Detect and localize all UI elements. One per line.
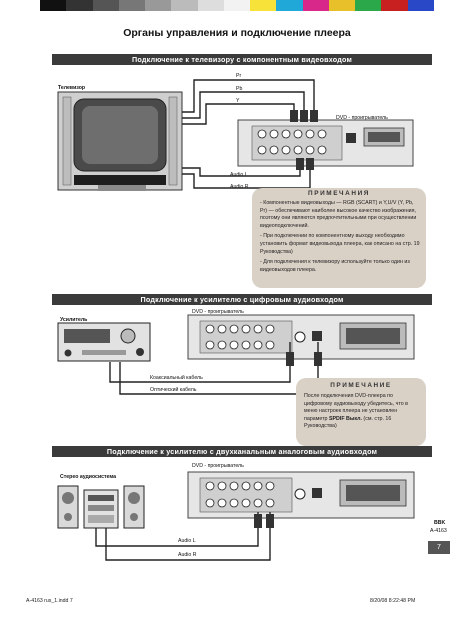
tv-note-text: - Компонентные видеовыходы — RGB (SCART)… bbox=[260, 200, 420, 277]
tv-illustration bbox=[57, 91, 183, 191]
cable-pb-label: Pb bbox=[236, 86, 243, 92]
calibration-swatch bbox=[40, 0, 67, 11]
digital-note-text-after: (см. стр. 16 Руководства) bbox=[304, 415, 392, 430]
tv-note-heading: ПРИМЕЧАНИЯ bbox=[308, 190, 370, 197]
analog-player-label: DVD - проигрыватель bbox=[192, 463, 244, 469]
calibration-swatch bbox=[66, 0, 93, 11]
stereo-system-illustration bbox=[57, 485, 145, 529]
digital-note-text-before: После подключения DVD-плеера по цифровом… bbox=[304, 393, 408, 422]
tv-note bbox=[252, 188, 426, 288]
calibration-swatch bbox=[197, 0, 224, 11]
digital-player-rear-panel bbox=[187, 314, 415, 360]
tv-audio-l-label: Audio L bbox=[230, 172, 248, 178]
calibration-swatch bbox=[171, 0, 198, 11]
tv-note-p2: - При подключении по компонентному выход… bbox=[260, 233, 420, 255]
analog-plugs bbox=[254, 514, 274, 528]
tv-player-rear-panel bbox=[237, 119, 414, 167]
calibration-swatch bbox=[118, 0, 146, 11]
digital-note bbox=[296, 378, 426, 446]
page-title: Органы управления и подключение плеера bbox=[123, 27, 351, 39]
tv-note-p3: - Для подключения к телевизору используй… bbox=[260, 259, 410, 273]
footer-file: A-4163 rus_1.indd 7 bbox=[26, 598, 73, 604]
tv-label: Телевизор bbox=[58, 85, 86, 91]
footer-date: 8/20/08 8:22:48 PM bbox=[370, 598, 416, 604]
calibration-swatch bbox=[407, 0, 434, 11]
page-number: 7 bbox=[428, 541, 450, 554]
calibration-swatch bbox=[355, 0, 382, 11]
analog-audio-l-label: Audio L bbox=[178, 538, 196, 544]
calibration-swatch bbox=[92, 0, 119, 11]
component-cables bbox=[182, 79, 315, 189]
coax-cable-label: Коаксиальный кабель bbox=[150, 375, 203, 381]
calibration-swatch bbox=[381, 0, 408, 11]
side-mark-model: A-4163 bbox=[430, 528, 447, 534]
section-heading-digital: Подключение к усилителю с цифровым аудио… bbox=[52, 294, 432, 305]
analog-player-rear-panel bbox=[187, 471, 415, 519]
color-calibration-bar bbox=[40, 0, 434, 11]
digital-plugs bbox=[286, 352, 322, 366]
digital-note-heading: ПРИМЕЧАНИЕ bbox=[330, 382, 392, 389]
amplifier-illustration bbox=[57, 322, 151, 362]
cable-pr-label: Pr bbox=[236, 73, 242, 79]
calibration-swatch bbox=[223, 0, 251, 11]
analog-cables bbox=[95, 512, 271, 561]
digital-player-label: DVD - проигрыватель bbox=[192, 309, 244, 315]
calibration-swatch bbox=[250, 0, 277, 11]
calibration-swatch bbox=[302, 0, 329, 11]
calibration-swatch bbox=[145, 0, 172, 11]
analog-audio-r-label: Audio R bbox=[178, 552, 197, 558]
tv-audio-r-label: Audio R bbox=[230, 184, 249, 190]
amp-label: Усилитель bbox=[60, 317, 88, 323]
tv-player-label: DVD - проигрыватель bbox=[336, 115, 388, 121]
tv-note-p1: - Компонентные видеовыходы — RGB (SCART)… bbox=[260, 200, 417, 229]
cable-plugs bbox=[290, 110, 318, 170]
section-heading-analog: Подключение к усилителю с двухканальным … bbox=[52, 446, 432, 457]
optical-cable-label: Оптический кабель bbox=[150, 387, 197, 393]
digital-note-text: После подключения DVD-плеера по цифровом… bbox=[304, 393, 420, 431]
calibration-swatch bbox=[276, 0, 303, 11]
section-heading-tv: Подключение к телевизору с компонентным … bbox=[52, 54, 432, 65]
side-mark-brand: BBK bbox=[434, 520, 446, 526]
digital-note-param: SPDIF Выкл. bbox=[328, 415, 362, 422]
cable-y-label: Y bbox=[236, 98, 240, 104]
calibration-swatch bbox=[328, 0, 356, 11]
stereo-label: Стерео аудиосистема bbox=[60, 474, 117, 480]
